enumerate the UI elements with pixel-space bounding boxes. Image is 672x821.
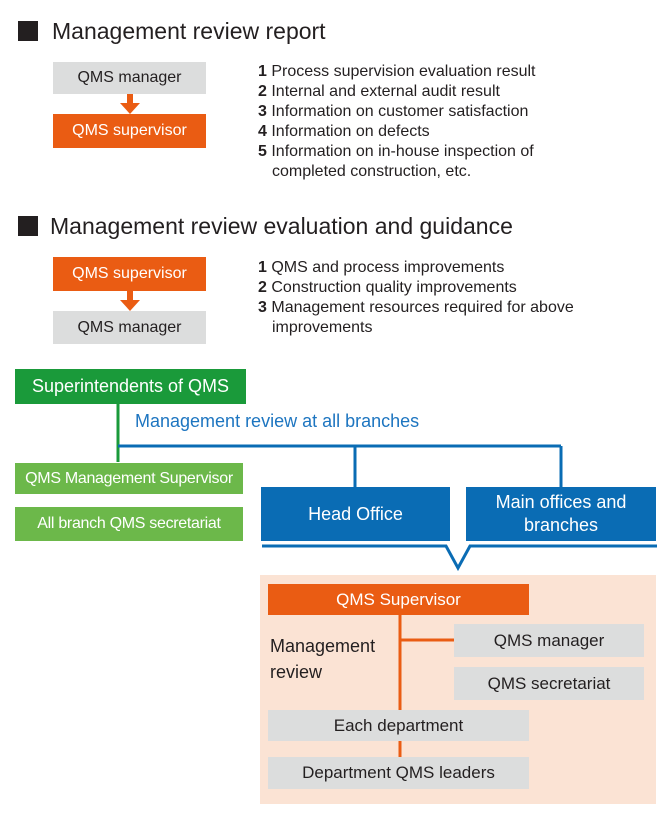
- qms-manager-box: QMS manager: [53, 311, 206, 344]
- list-item: 4 Information on defects: [258, 123, 430, 140]
- main-offices-box: Main offices and branches: [466, 487, 656, 541]
- section-bullet-square: [18, 21, 38, 41]
- arrow-down-icon: [120, 94, 140, 114]
- branch-secretariat-box: All branch QMS secretariat: [15, 507, 243, 541]
- list-item: 1 Process supervision evaluation result: [258, 63, 536, 80]
- qms-secretariat-box: QMS secretariat: [454, 667, 644, 700]
- department-leaders-box: Department QMS leaders: [268, 757, 529, 789]
- report-items-list: 1 Process supervision evaluation result …: [258, 62, 536, 182]
- list-item: 1 QMS and process improvements: [258, 259, 505, 276]
- head-office-box: Head Office: [261, 487, 450, 541]
- qms-manager-box: QMS manager: [53, 62, 206, 94]
- list-item-continuation: completed construction, etc.: [272, 163, 472, 180]
- superintendents-box: Superintendents of QMS: [15, 369, 246, 404]
- section-bullet-square: [18, 216, 38, 236]
- list-item: 2 Construction quality improvements: [258, 279, 517, 296]
- each-department-box: Each department: [268, 710, 529, 741]
- list-item: 3 Management resources required for abov…: [258, 299, 574, 316]
- section-title-evaluation: Management review evaluation and guidanc…: [50, 213, 513, 239]
- list-item: 2 Internal and external audit result: [258, 83, 500, 100]
- qms-supervisor-detail-box: QMS Supervisor: [268, 584, 529, 615]
- qms-supervisor-box: QMS supervisor: [53, 257, 206, 291]
- qms-supervisor-box: QMS supervisor: [53, 114, 206, 148]
- list-item: 5 Information on in-house inspection of: [258, 143, 534, 160]
- section-title-report: Management review report: [52, 18, 326, 44]
- management-review-label: Management review: [270, 636, 376, 682]
- qms-manager-detail-box: QMS manager: [454, 624, 644, 657]
- list-item: 3 Information on customer satisfaction: [258, 103, 529, 120]
- list-item-continuation: improvements: [272, 319, 373, 336]
- arrow-down-icon: [120, 291, 140, 311]
- branch-review-label: Management review at all branches: [135, 411, 420, 431]
- qms-management-supervisor-box: QMS Management Supervisor: [15, 463, 243, 494]
- guidance-items-list: 1 QMS and process improvements 2 Constru…: [258, 258, 574, 338]
